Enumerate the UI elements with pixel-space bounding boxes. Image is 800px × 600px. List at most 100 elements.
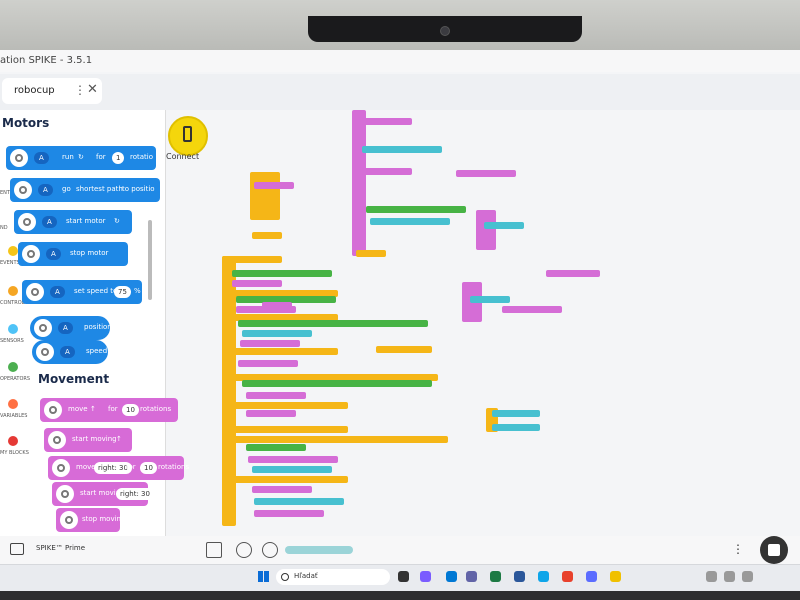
tray-icon[interactable] bbox=[742, 571, 753, 582]
block-go-to-position[interactable]: A go shortest path to positio bbox=[10, 178, 160, 202]
taskbar-search[interactable]: Hľadať bbox=[276, 569, 390, 585]
category-my-blocks[interactable]: MY BLOCKS bbox=[0, 436, 29, 456]
port-dropdown[interactable]: A bbox=[46, 248, 61, 260]
value-input[interactable]: 10 bbox=[140, 462, 157, 474]
code-block[interactable] bbox=[228, 476, 348, 483]
direction-dropdown[interactable]: ↻ bbox=[114, 217, 120, 225]
zoom-out-icon[interactable] bbox=[236, 542, 252, 558]
tray-icon[interactable] bbox=[724, 571, 735, 582]
direction-dropdown[interactable]: ↻ bbox=[78, 153, 84, 161]
script-stack[interactable] bbox=[352, 110, 366, 256]
steer-input[interactable]: right: 30 bbox=[94, 462, 132, 474]
code-block[interactable] bbox=[240, 340, 300, 347]
block-stop-motor[interactable]: A stop motor bbox=[18, 242, 128, 266]
code-block[interactable] bbox=[228, 348, 338, 355]
tree-structure-icon[interactable]: ⋮ bbox=[732, 542, 744, 556]
code-block[interactable] bbox=[492, 424, 540, 431]
port-dropdown[interactable]: A bbox=[60, 346, 75, 358]
main-script-stack[interactable] bbox=[222, 256, 236, 526]
more-options-icon[interactable]: ⋮ bbox=[74, 83, 86, 97]
block-position-reporter[interactable]: A position bbox=[30, 316, 112, 340]
tray-icon[interactable] bbox=[706, 571, 717, 582]
code-block[interactable] bbox=[252, 486, 312, 493]
port-dropdown[interactable]: A bbox=[34, 152, 49, 164]
category-sensors[interactable]: SENSORS bbox=[0, 324, 24, 344]
code-block[interactable] bbox=[470, 296, 510, 303]
block-start-motor[interactable]: A start motor ↻ bbox=[14, 210, 132, 234]
code-block[interactable] bbox=[238, 320, 428, 327]
hub-icon[interactable] bbox=[10, 543, 24, 555]
port-dropdown[interactable]: A bbox=[58, 322, 73, 334]
hub-type-label[interactable]: SPIKE™ Prime bbox=[36, 544, 86, 552]
code-block[interactable] bbox=[362, 146, 442, 153]
category-movement[interactable]: ND bbox=[0, 225, 8, 231]
port-dropdown[interactable]: A bbox=[50, 286, 65, 298]
block-start-moving-steer[interactable]: start moving right: 30 bbox=[52, 482, 154, 506]
stop-program-button[interactable] bbox=[760, 536, 788, 564]
code-block[interactable] bbox=[356, 250, 386, 257]
app-icon[interactable] bbox=[562, 571, 573, 582]
direction-dropdown[interactable]: ↑ bbox=[116, 435, 122, 443]
code-block[interactable] bbox=[228, 290, 338, 297]
code-block[interactable] bbox=[228, 374, 438, 381]
code-block[interactable] bbox=[252, 232, 282, 239]
code-block[interactable] bbox=[376, 346, 432, 353]
block-start-moving[interactable]: start moving ↑ bbox=[44, 428, 132, 452]
block-move-steer-for[interactable]: move right: 30 for 10 rotations bbox=[48, 456, 189, 480]
excel-icon[interactable] bbox=[490, 571, 501, 582]
value-input[interactable]: 75 bbox=[114, 286, 131, 298]
block-move-for[interactable]: move ↑ for 10 rotations bbox=[40, 398, 178, 422]
code-block[interactable] bbox=[246, 444, 306, 451]
steer-input[interactable]: right: 30 bbox=[116, 488, 154, 500]
code-canvas[interactable] bbox=[166, 110, 800, 550]
app-icon[interactable] bbox=[446, 571, 457, 582]
port-dropdown[interactable]: A bbox=[42, 216, 57, 228]
block-set-speed[interactable]: A set speed to 75 % bbox=[22, 280, 142, 304]
code-block[interactable] bbox=[484, 222, 524, 229]
code-block[interactable] bbox=[228, 436, 448, 443]
port-dropdown[interactable]: A bbox=[38, 184, 53, 196]
block-speed-reporter[interactable]: A speed bbox=[32, 340, 108, 364]
code-block[interactable] bbox=[502, 306, 562, 313]
code-block[interactable] bbox=[242, 330, 312, 337]
code-block[interactable] bbox=[254, 182, 294, 189]
code-block[interactable] bbox=[248, 456, 338, 463]
code-block[interactable] bbox=[262, 302, 292, 309]
category-events[interactable]: EVENTS bbox=[0, 246, 20, 266]
code-block[interactable] bbox=[362, 168, 412, 175]
edge-icon[interactable] bbox=[538, 571, 549, 582]
code-block[interactable] bbox=[236, 296, 336, 303]
category-motors[interactable]: ENT bbox=[0, 190, 10, 196]
path-dropdown[interactable]: shortest path bbox=[76, 185, 123, 193]
block-run-motor[interactable]: A run ↻ for 1 rotatio bbox=[6, 146, 156, 170]
code-block[interactable] bbox=[254, 510, 324, 517]
category-operators[interactable]: OPERATORS bbox=[0, 362, 30, 382]
word-icon[interactable] bbox=[514, 571, 525, 582]
code-block[interactable] bbox=[546, 270, 600, 277]
close-icon[interactable]: ✕ bbox=[87, 82, 98, 97]
code-block[interactable] bbox=[232, 270, 332, 277]
code-block[interactable] bbox=[238, 360, 298, 367]
code-block[interactable] bbox=[228, 314, 338, 321]
tab-robocup[interactable]: robocup ⋮ ✕ bbox=[2, 78, 102, 104]
script-hat-block[interactable] bbox=[222, 256, 282, 263]
zoom-reset-icon[interactable] bbox=[262, 542, 278, 558]
app-icon[interactable] bbox=[420, 571, 431, 582]
code-block[interactable] bbox=[236, 306, 296, 313]
code-block[interactable] bbox=[228, 402, 348, 409]
code-block[interactable] bbox=[246, 410, 296, 417]
palette-scrollbar[interactable] bbox=[148, 220, 152, 300]
category-control[interactable]: CONTROL bbox=[0, 286, 24, 306]
code-block[interactable] bbox=[232, 280, 282, 287]
app-icon[interactable] bbox=[586, 571, 597, 582]
code-block[interactable] bbox=[252, 466, 332, 473]
zoom-slider[interactable] bbox=[285, 546, 353, 554]
windows-start-icon[interactable] bbox=[258, 571, 269, 582]
unit-dropdown[interactable]: rotations bbox=[140, 405, 172, 413]
spike-app-icon[interactable] bbox=[610, 571, 621, 582]
script-stack[interactable] bbox=[476, 210, 496, 250]
direction-dropdown[interactable]: ↑ bbox=[90, 405, 96, 413]
category-variables[interactable]: VARIABLES bbox=[0, 399, 27, 419]
fit-screen-icon[interactable] bbox=[206, 542, 222, 558]
task-view-icon[interactable] bbox=[398, 571, 409, 582]
